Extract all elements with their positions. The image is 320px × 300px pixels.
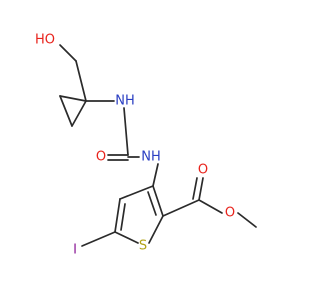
- atom-ester-oxygen: O: [225, 206, 235, 221]
- atom-hydroxyl: HO: [35, 33, 55, 48]
- bond-c5-s: [114, 231, 139, 244]
- atom-carbonyl-oxygen: O: [96, 150, 106, 165]
- atom-amine-lower: NH: [141, 150, 161, 165]
- structure-canvas: HO NH O NH O O S I: [35, 33, 257, 258]
- bond-ring-base: [59, 95, 73, 127]
- bond-c4-c5: [114, 198, 121, 233]
- atom-ester-carbonyl-oxygen: O: [198, 163, 208, 178]
- atom-amine-upper: NH: [115, 94, 135, 109]
- bond-cester-o: [198, 199, 223, 214]
- bond-ch2-cq: [75, 60, 87, 102]
- bond-nh-urea-c: [123, 107, 129, 156]
- bond-s-c2: [148, 215, 164, 244]
- bond-nh-c3: [152, 163, 159, 187]
- bond-c2-cester: [162, 199, 200, 217]
- bond-o-methyl: [237, 212, 257, 228]
- bond-cq-ring-upper: [59, 95, 87, 102]
- bond-cester-o-double-2: [192, 177, 198, 200]
- atom-sulfur: S: [139, 239, 147, 254]
- bond-c3-c2: [152, 185, 164, 217]
- molecule-diagram: HO NH O NH O O S I: [35, 33, 257, 258]
- atom-labels: HO NH O NH O O S I: [35, 33, 235, 258]
- bond-cester-o-double-1: [198, 177, 204, 201]
- bond-c3-c2-inner: [147, 191, 157, 216]
- atom-iodine: I: [73, 243, 77, 258]
- bond-c3-c4: [119, 185, 154, 200]
- bond-c5-i: [81, 231, 116, 247]
- bonds: [59, 44, 257, 247]
- bond-c4-c5-inner: [120, 203, 126, 231]
- bond-o-ch2: [59, 44, 77, 62]
- bond-cq-ring-lower: [71, 100, 87, 127]
